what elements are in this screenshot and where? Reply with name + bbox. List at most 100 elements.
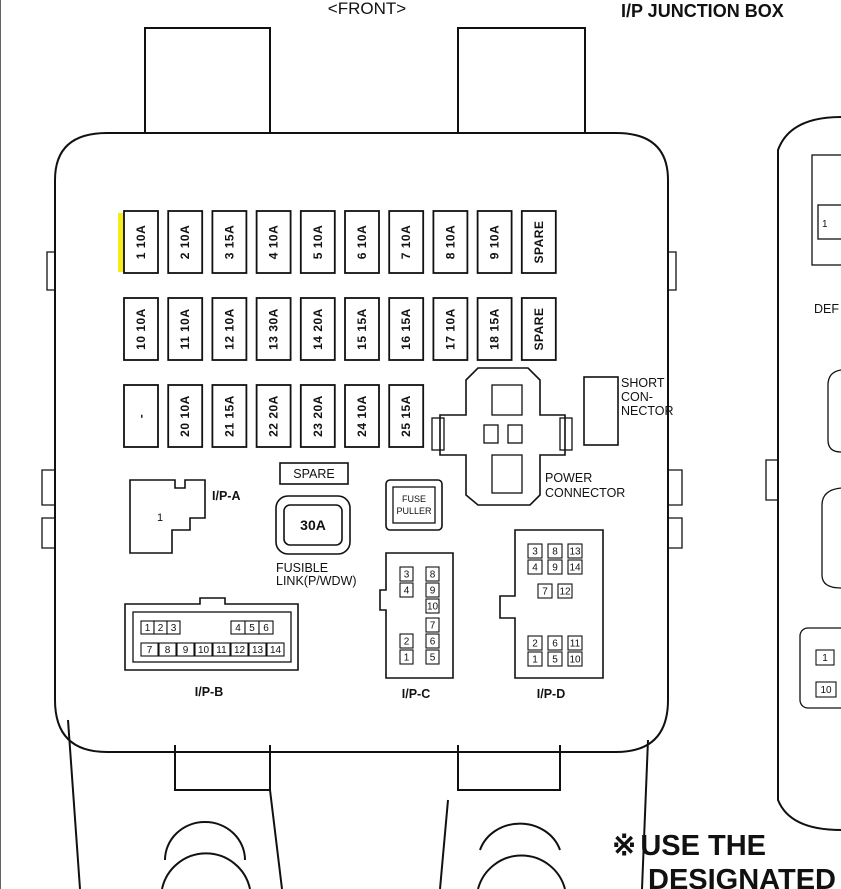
connector-pin bbox=[166, 620, 181, 635]
fuse-row-3: - 20 10A 21 15A 22 20A 23 20A 24 10A 25 15A bbox=[123, 384, 425, 448]
fuse[interactable]: 2 10A bbox=[167, 210, 204, 274]
fuse-label: 21 15A bbox=[222, 395, 236, 437]
adjacent-box-partial: 1 DEF 1 10 bbox=[765, 116, 841, 831]
fuse[interactable]: 7 10A bbox=[388, 210, 425, 274]
fuse[interactable]: 22 20A bbox=[255, 384, 292, 448]
fuse[interactable]: 1 10A bbox=[123, 210, 159, 274]
fuse-outline bbox=[432, 297, 469, 361]
connector-pin bbox=[194, 642, 213, 657]
fuse[interactable]: 17 10A bbox=[432, 297, 469, 361]
fuse-outline bbox=[388, 384, 425, 448]
fusible-link[interactable]: 30A bbox=[275, 495, 351, 555]
pin-number: 3 bbox=[404, 570, 410, 581]
short-connector[interactable] bbox=[583, 376, 619, 446]
fuse-label: 6 10A bbox=[355, 225, 369, 260]
fuse-label: 15 15A bbox=[355, 308, 369, 350]
fuse[interactable]: 6 10A bbox=[344, 210, 380, 274]
fuse[interactable]: 8 10A bbox=[432, 210, 469, 274]
fuse[interactable]: 16 15A bbox=[388, 297, 425, 361]
fuse[interactable]: 21 15A bbox=[211, 384, 248, 448]
fuse-outline bbox=[520, 297, 557, 361]
fuse-label: 20 10A bbox=[178, 395, 192, 437]
fuse-label: 22 20A bbox=[267, 395, 281, 437]
pin-number: 5 bbox=[552, 655, 558, 666]
fuse-outline bbox=[123, 384, 159, 448]
fuse[interactable]: 18 15A bbox=[476, 297, 513, 361]
pin-number: 1 bbox=[532, 655, 538, 666]
connector-pin bbox=[140, 642, 159, 657]
spare-label-box bbox=[279, 462, 349, 485]
connector-pin bbox=[425, 649, 440, 665]
fuse-outline bbox=[255, 210, 292, 274]
fuse[interactable]: 12 10A bbox=[211, 297, 248, 361]
ip-a-pin: 1 bbox=[157, 512, 163, 524]
ip-c-label: I/P-C bbox=[402, 687, 430, 701]
fuse-outline bbox=[432, 210, 469, 274]
connector-pin bbox=[567, 559, 583, 575]
pin-number: 4 bbox=[404, 586, 410, 597]
fuse[interactable]: - bbox=[123, 384, 159, 448]
fuse[interactable]: SPARE bbox=[520, 210, 557, 274]
connector-pin bbox=[158, 642, 177, 657]
fuse-puller-label-1: FUSE bbox=[402, 494, 426, 504]
fuse[interactable]: SPARE bbox=[520, 297, 557, 361]
bottom-left-mount bbox=[67, 719, 283, 889]
fuse[interactable]: 15 15A bbox=[344, 297, 380, 361]
diagram-title: I/P JUNCTION BOX bbox=[621, 1, 784, 21]
connector-pin bbox=[527, 543, 543, 559]
fuse-label: 24 10A bbox=[355, 395, 369, 437]
fuse-outline bbox=[299, 297, 336, 361]
connector-pin bbox=[527, 559, 543, 575]
fuse[interactable]: 9 10A bbox=[476, 210, 513, 274]
fuse[interactable]: 13 30A bbox=[255, 297, 292, 361]
fuse[interactable]: 3 15A bbox=[211, 210, 248, 274]
power-connector-label-1: POWER bbox=[545, 471, 592, 485]
fuse[interactable]: 11 10A bbox=[167, 297, 204, 361]
pin-number: 3 bbox=[532, 547, 538, 558]
pin-number: 10 bbox=[427, 602, 439, 613]
pin-number: 11 bbox=[570, 639, 581, 650]
power-connector-label-2: CONNECTOR bbox=[545, 486, 625, 500]
side-pin-1: 1 bbox=[822, 653, 828, 664]
fuse[interactable]: 23 20A bbox=[299, 384, 336, 448]
connector-pin bbox=[527, 651, 543, 667]
connector-pin bbox=[399, 582, 414, 598]
connector-pin bbox=[547, 559, 563, 575]
fuse[interactable]: 4 10A bbox=[255, 210, 292, 274]
fuse-outline bbox=[167, 384, 204, 448]
pin-number: 12 bbox=[559, 587, 571, 598]
fuse[interactable]: 24 10A bbox=[344, 384, 380, 448]
fuse[interactable]: 10 10A bbox=[123, 297, 159, 361]
side-pin-10: 10 bbox=[820, 685, 832, 696]
fuse-puller[interactable]: FUSE PULLER bbox=[385, 479, 443, 531]
fuse-outline bbox=[211, 297, 248, 361]
fuse-outline bbox=[255, 297, 292, 361]
fuse-outline bbox=[520, 210, 557, 274]
connector-pin bbox=[547, 543, 563, 559]
fusible-link-label-2: LINK(P/WDW) bbox=[276, 574, 357, 588]
fuse[interactable]: 25 15A bbox=[388, 384, 425, 448]
connector-pin bbox=[425, 633, 440, 649]
pin-number: 7 bbox=[430, 621, 436, 632]
pin-number: 4 bbox=[532, 563, 538, 574]
pin-number: 4 bbox=[235, 623, 241, 634]
pin-number: 5 bbox=[430, 653, 436, 664]
fuse-label: 5 10A bbox=[311, 225, 325, 260]
fuse[interactable]: 20 10A bbox=[167, 384, 204, 448]
fuse-outline bbox=[476, 297, 513, 361]
power-connector[interactable] bbox=[431, 367, 573, 506]
pin-number: 6 bbox=[263, 623, 269, 634]
connector-ip-a[interactable]: 1 bbox=[129, 479, 206, 554]
junction-box-body bbox=[54, 132, 669, 753]
fuse-label: - bbox=[134, 414, 148, 419]
fuse-outline bbox=[476, 210, 513, 274]
fuse[interactable]: 14 20A bbox=[299, 297, 336, 361]
fuse[interactable]: 5 10A bbox=[299, 210, 336, 274]
pin-number: 13 bbox=[252, 645, 264, 656]
fuse-label: 12 10A bbox=[222, 308, 236, 350]
fuse-label: 23 20A bbox=[311, 395, 325, 437]
